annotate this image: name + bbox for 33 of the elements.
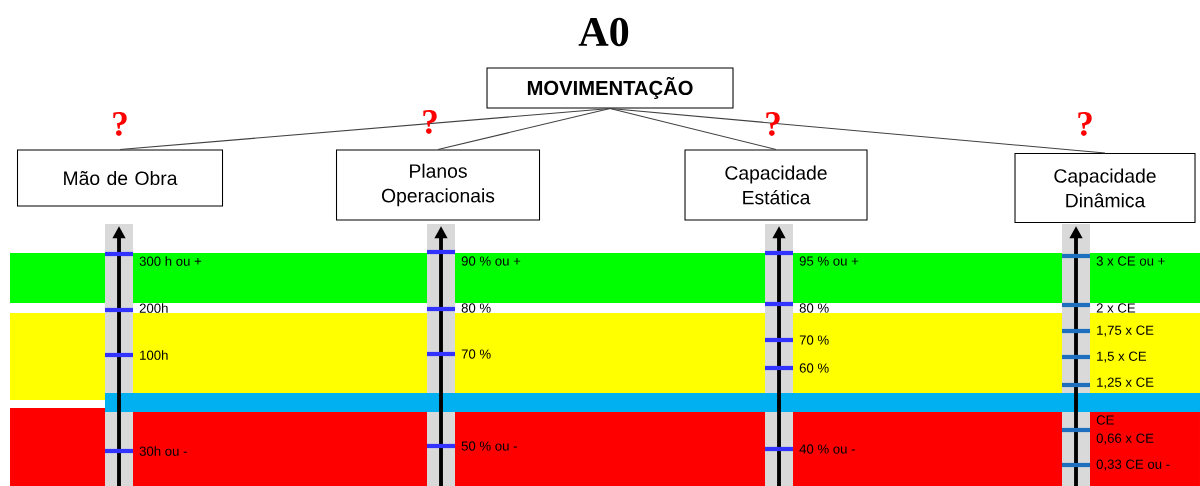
question-mark: ? [1078, 112, 1092, 136]
tick-label: 0,66 x CE [1096, 433, 1154, 445]
category-box: Mão de Obra [17, 149, 224, 207]
tick-label: 30h ou - [139, 446, 187, 456]
tick-label: 2 x CE [1096, 303, 1136, 313]
tick-label: 70 % [799, 335, 829, 345]
tick-label: 1,75 x CE [1097, 325, 1154, 337]
tick-label: 70 % [461, 349, 491, 359]
tick-label: 100h [140, 350, 168, 360]
connector-line [609, 108, 777, 150]
tick-label: 60 % [799, 363, 829, 373]
tick-label: 0,33 CE ou - [1096, 459, 1170, 471]
tick-label: 50 % ou - [461, 441, 517, 451]
connector-line [437, 108, 611, 150]
tick-label: CE [1096, 415, 1114, 425]
question-mark: ? [766, 112, 780, 136]
category-box: Planos Operacionais [336, 149, 541, 221]
tick-label: 3 x CE ou + [1096, 256, 1165, 266]
tick-label: 300 h ou + [139, 256, 202, 266]
root-box: MOVIMENTAÇÃO [486, 67, 734, 109]
tick-label: 90 % ou + [461, 256, 521, 266]
question-mark: ? [113, 112, 127, 136]
title: A0 [578, 17, 629, 47]
category-box: Capacidade Dinâmica [1014, 152, 1196, 224]
tick-label: 95 % ou + [799, 256, 859, 266]
tick-label: 1,25 x CE [1097, 377, 1154, 389]
tick-label: 40 % ou - [799, 444, 855, 454]
connector-line [609, 108, 1106, 154]
tick-label: 200h [139, 303, 168, 313]
tick-label: 1,5 x CE [1097, 351, 1147, 363]
tick-label: 80 % [461, 303, 491, 313]
tick-label: 80 % [799, 303, 829, 313]
category-box: Capacidade Estática [684, 149, 868, 221]
